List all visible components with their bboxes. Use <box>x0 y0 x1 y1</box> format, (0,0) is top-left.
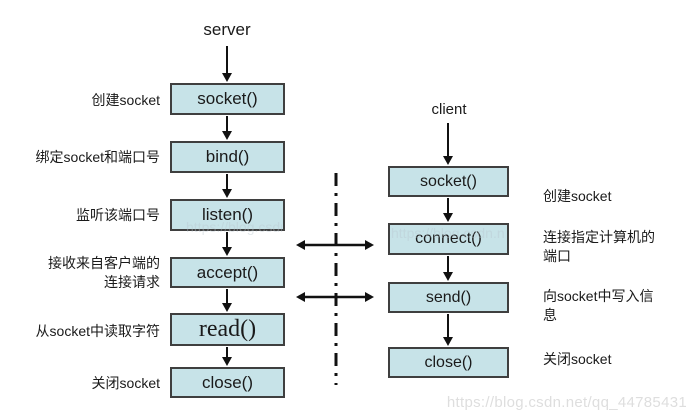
client-server-interaction-arrow-2 <box>296 292 374 302</box>
client-step-close-desc: 关闭socket <box>543 351 612 367</box>
server-flow-arrow-5 <box>222 289 232 312</box>
server-flow-arrow-6 <box>222 347 232 366</box>
client-step-connect: connect() <box>388 223 509 255</box>
client-step-send: send() <box>388 282 509 313</box>
server-flow-arrow-1 <box>222 46 232 82</box>
server-step-listen: listen() <box>170 199 285 231</box>
watermark-fragment: https://blog.csdn.net/qq_44785431 <box>391 225 505 241</box>
server-step-read: read() <box>170 313 285 346</box>
client-flow-arrow-2 <box>443 198 453 222</box>
client-flow-arrow-1 <box>443 123 453 165</box>
client-flow-arrow-3 <box>443 256 453 281</box>
client-step-close: close() <box>388 347 509 378</box>
server-step-close: close() <box>170 367 285 398</box>
csdn-watermark: https://blog.csdn.net/qq_44785431 <box>446 394 687 411</box>
watermark-fragment: https://blog.csdn.net/qq_44785431 <box>186 219 282 235</box>
server-step-bind: bind() <box>170 141 285 173</box>
client-step-send-desc: 向socket中写入信 息 <box>543 288 654 323</box>
server-column-title: server <box>203 20 251 39</box>
server-step-listen-desc: 监听该端口号 <box>76 207 160 223</box>
server-flow-arrow-4 <box>222 232 232 256</box>
client-step-socket-desc: 创建socket <box>543 188 612 204</box>
server-step-read-desc: 从socket中读取字符 <box>35 323 160 339</box>
client-column-title: client <box>431 101 467 118</box>
server-step-bind-desc: 绑定socket和端口号 <box>35 149 160 165</box>
client-step-connect-desc: 连接指定计算机的 端口 <box>543 229 655 264</box>
client-server-interaction-arrow-1 <box>296 240 374 250</box>
client-step-socket: socket() <box>388 166 509 197</box>
client-flow-arrow-4 <box>443 314 453 346</box>
server-step-accept: accept() <box>170 257 285 288</box>
server-flow-arrow-2 <box>222 116 232 140</box>
server-flow-arrow-3 <box>222 174 232 198</box>
server-step-accept-desc: 接收来自客户端的 连接请求 <box>48 255 160 290</box>
server-step-socket-desc: 创建socket <box>91 92 160 108</box>
server-step-socket: socket() <box>170 83 285 115</box>
server-step-close-desc: 关闭socket <box>91 375 160 391</box>
